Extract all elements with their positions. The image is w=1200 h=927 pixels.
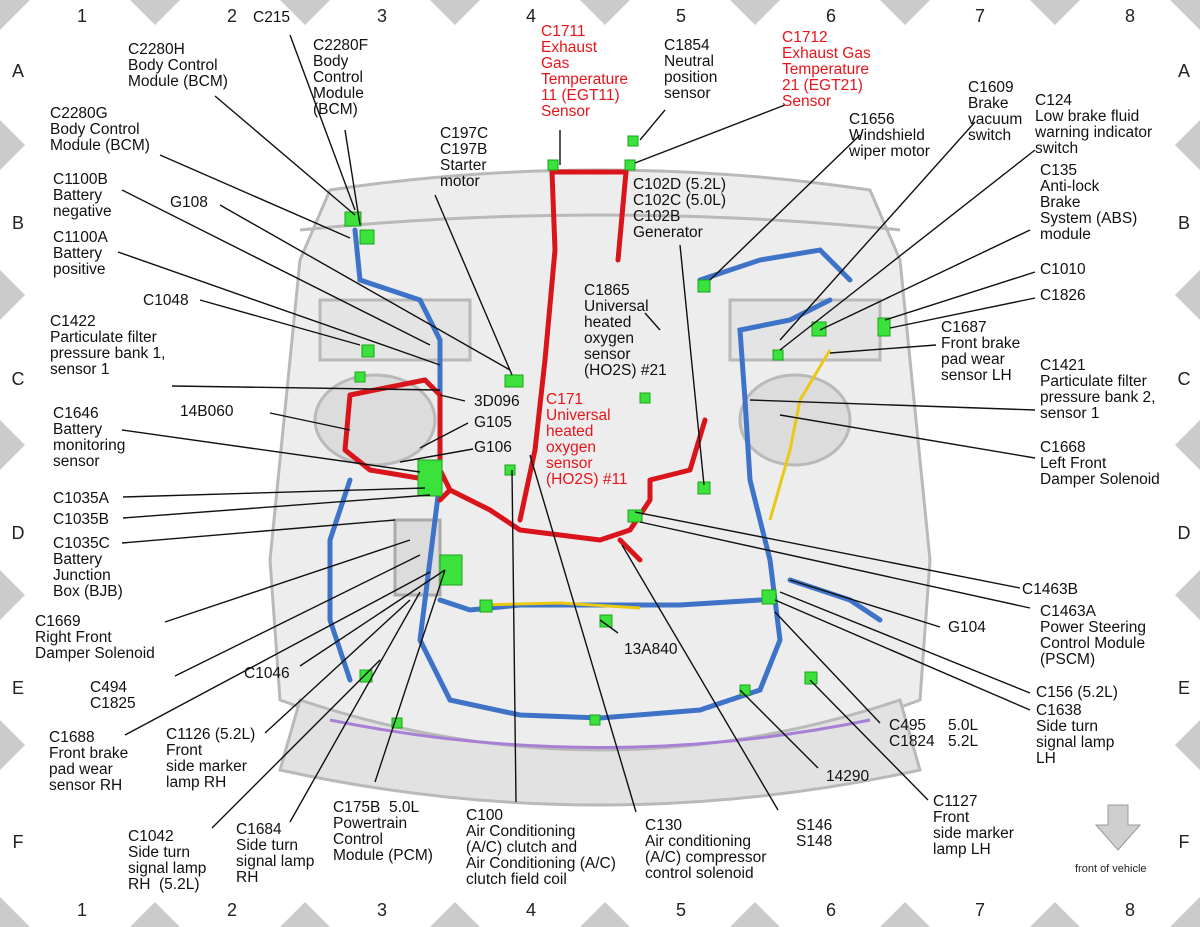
grid-col: 7 [974,900,985,920]
front-of-vehicle-arrow [1094,804,1142,851]
grid-row: E [11,678,24,698]
grid-col: 4 [525,900,536,920]
front-of-vehicle-label: front of vehicle [1075,863,1147,875]
grid-row: E [1177,678,1190,698]
label-c2280h: C2280H Body Control Module (BCM) [128,41,228,90]
grid-col: 2 [226,6,237,26]
label-c495: C495 C1824 [889,717,935,750]
vehicle-body [268,168,932,807]
label-c1035b: C1035B [53,511,110,528]
grid-row: C [1177,369,1191,389]
label-c1035a: C1035A [53,490,110,507]
label-14290: 14290 [826,768,870,785]
grid-col: 8 [1124,900,1135,920]
label-c171: C171 Universal heated oxygen sensor (HO2… [546,391,628,488]
label-c2280f: C2280F Body Control Module (BCM) [313,37,369,118]
label-c2280g: C2280G Body Control Module (BCM) [50,105,150,154]
grid-col: 1 [76,900,87,920]
grid-row: A [11,61,24,81]
grid-col: 8 [1124,6,1135,26]
grid-row: B [11,213,24,233]
label-c135: C135 Anti-lock Brake System (ABS) module [1040,162,1138,243]
label-c1042: C1042 Side turn signal lamp RH (5.2L) [128,828,207,893]
label-c1712: C1712 Exhaust Gas Temperature 21 (EGT21)… [782,29,871,110]
label-c197: C197C C197B Starter motor [440,125,489,190]
grid-row: B [1177,213,1190,233]
label-c1046: C1046 [244,665,290,682]
grid-row: F [12,832,24,852]
label-c1668: C1668 Left Front Damper Solenoid [1040,439,1160,488]
label-c1421: C1421 Particulate filter pressure bank 2… [1040,357,1156,422]
label-c1669: C1669 Right Front Damper Solenoid [35,613,155,662]
label-c1684: C1684 Side turn signal lamp RH [236,821,315,886]
label-c1826: C1826 [1040,287,1086,304]
grid-col: 4 [525,6,536,26]
label-c1865: C1865 Universal heated oxygen sensor (HO… [584,282,667,379]
label-c124: C124 Low brake fluid warning indicator s… [1035,92,1153,157]
label-g104: G104 [948,619,986,636]
label-g105: G105 [474,414,512,431]
label-c215: C215 [253,9,291,26]
grid-row: C [11,369,25,389]
label-c1854: C1854 Neutral position sensor [664,37,718,102]
grid-col: 5 [675,900,686,920]
label-c1100b: C1100B Battery negative [53,171,112,220]
label-g106: G106 [474,439,512,456]
grid-row: A [1177,61,1190,81]
label-c1126: C1126 (5.2L) Front side marker lamp RH [166,726,256,791]
grid-col: 3 [376,6,387,26]
grid-col: 3 [376,900,387,920]
label-13a840: 13A840 [624,641,678,658]
label-3d096: 3D096 [474,393,520,410]
grid-row: D [11,523,25,543]
label-c102: C102D (5.2L) C102C (5.0L) C102B Generato… [633,176,727,241]
label-c175b: C175B 5.0L Powertrain Control Module (PC… [333,799,433,864]
grid-row: D [1177,523,1191,543]
label-c1687: C1687 Front brake pad wear sensor LH [941,319,1021,384]
grid-col: 6 [825,6,836,26]
grid-col: 5 [675,6,686,26]
label-c1127: C1127 Front side marker lamp LH [933,793,1014,858]
grid-col: 7 [974,6,985,26]
label-c1463b: C1463B [1022,581,1079,598]
grid-col: 2 [226,900,237,920]
yellow-harness [479,349,832,610]
label-c1010: C1010 [1040,261,1086,278]
label-c1100a: C1100A Battery positive [53,229,108,278]
grid-col: 6 [825,900,836,920]
leader-lines [117,34,1036,829]
label-c100: C100 Air Conditioning (A/C) clutch and A… [466,807,616,888]
label-c1035c: C1035C Battery Junction Box (BJB) [53,535,123,600]
label-g108: G108 [170,194,208,211]
label-c1688: C1688 Front brake pad wear sensor RH [49,729,129,794]
label-c494: C494 C1825 [90,679,136,712]
label-c1422: C1422 Particulate filter pressure bank 1… [50,313,166,378]
label-c156: C156 (5.2L) [1036,684,1118,701]
grid-col: 1 [76,6,87,26]
label-c1048: C1048 [143,292,189,309]
label-c1609: C1609 Brake vacuum switch [968,79,1023,144]
grid-row: F [1178,832,1190,852]
label-c495-engine: 5.0L 5.2L [948,717,979,750]
label-c1646: C1646 Battery monitoring sensor [53,405,126,470]
red-harness [342,169,708,563]
label-c1463a: C1463A Power Steering Control Module (PS… [1040,603,1146,668]
label-s146: S146 S148 [796,817,833,850]
label-c1656: C1656 Windshield wiper motor [849,111,930,160]
label-c130: C130 Air conditioning (A/C) compressor c… [645,817,767,882]
label-c1711: C1711 Exhaust Gas Temperature 11 (EGT11)… [541,23,629,120]
label-14b060: 14B060 [180,403,234,420]
label-c1638: C1638 Side turn signal lamp LH [1036,702,1115,767]
